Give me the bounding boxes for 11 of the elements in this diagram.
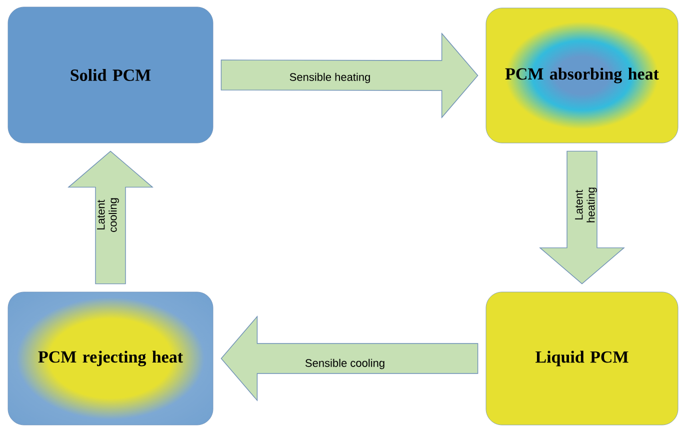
block-arrow: [220, 32, 478, 118]
edge-label: Sensible cooling: [305, 358, 384, 370]
state-box: Liquid PCM: [486, 292, 678, 426]
state-box: Solid PCM: [8, 6, 214, 144]
edge-label: Sensible heating: [290, 72, 370, 84]
block-arrow: [220, 316, 478, 402]
block-arrow: [68, 150, 154, 284]
edge-label: Latent cooling: [97, 198, 119, 232]
edge-label: Latent heating: [575, 188, 597, 222]
block-arrow: [539, 150, 625, 284]
state-box: PCM rejecting heat: [8, 292, 214, 426]
